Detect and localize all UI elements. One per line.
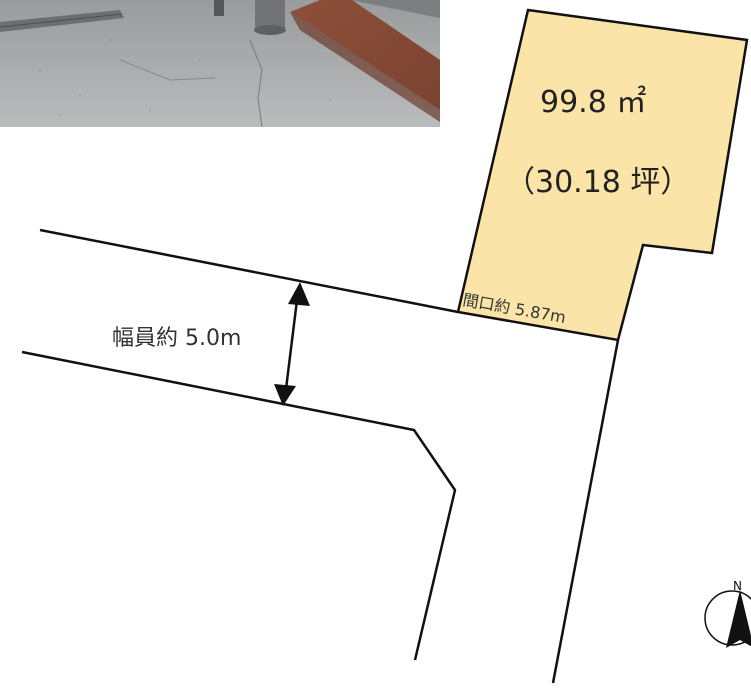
road-width-arrow: [274, 282, 310, 406]
compass-needle-light: [740, 590, 751, 647]
area-sqm: 99.8 ㎡: [540, 85, 646, 120]
road-width-label: 幅員約 5.0m: [112, 326, 241, 351]
north-label: N: [733, 579, 742, 593]
site-photo: [0, 0, 440, 127]
compass-needle-dark: [726, 590, 740, 648]
area-tsubo: （30.18 坪）: [505, 165, 690, 200]
road-lines: [21, 228, 620, 684]
north-compass: N: [704, 579, 751, 648]
